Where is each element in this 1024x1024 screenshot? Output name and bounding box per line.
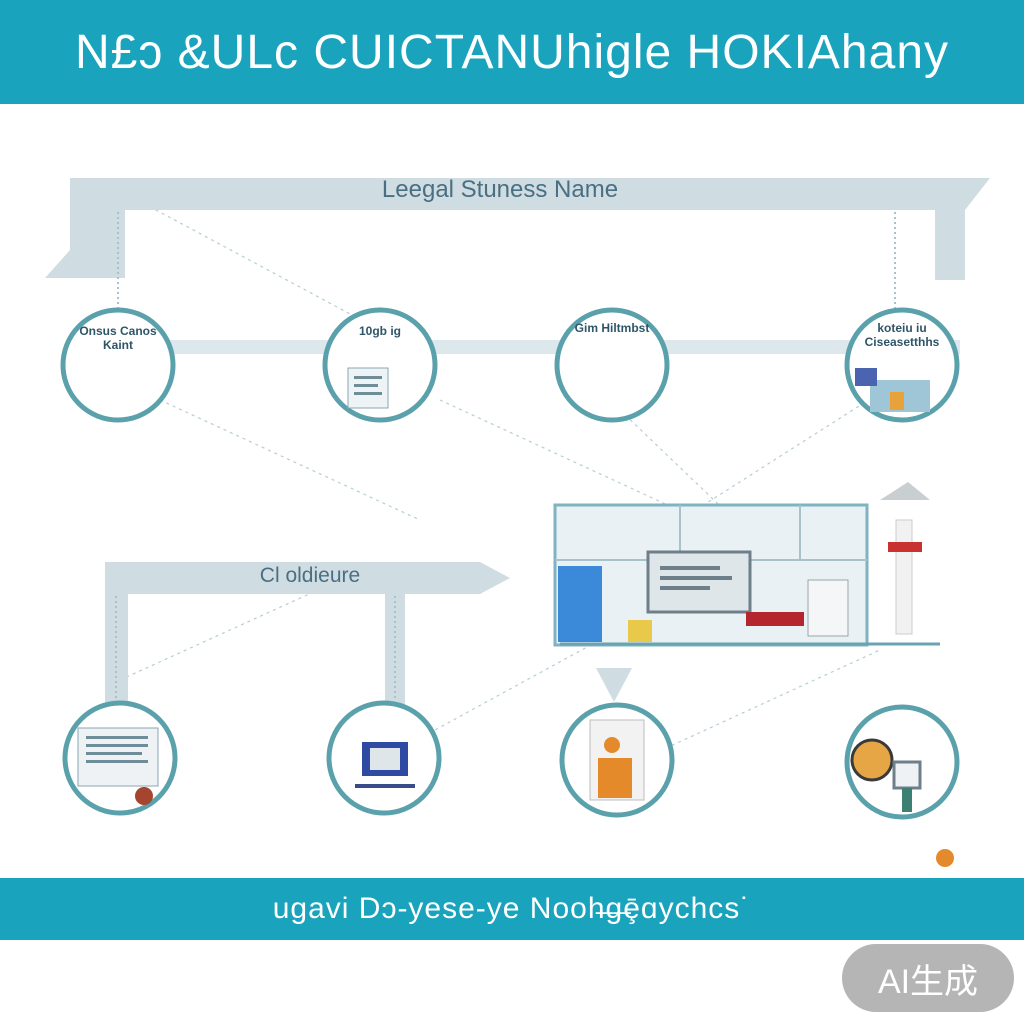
footer-banner: ugavi Dɔ-yese-ye Nooh̶g̶ȩ̄ɑychcs˙	[0, 878, 1024, 940]
bottom-connector	[105, 562, 632, 705]
top-node-circle	[554, 307, 670, 423]
laboratory-illustration	[553, 482, 940, 647]
report-icon	[77, 727, 159, 805]
top-nodes	[60, 307, 960, 423]
bottom-banner-bar	[105, 562, 510, 705]
header-banner: N£ɔ &ULc CUICTANUhigle HOKIAhany	[0, 0, 1024, 104]
lab-cabinet	[558, 566, 602, 642]
down-arrow	[596, 668, 632, 702]
top-node-circle	[60, 307, 176, 423]
top-node-label: Onsus Canos Kaint	[79, 324, 157, 352]
lab-lamp-icon	[880, 482, 930, 500]
main-connector-label: Leegal Stuness Name	[381, 176, 619, 203]
top-node-label: Gim Hiltmbst	[574, 321, 650, 335]
magnifier-icon	[850, 738, 922, 812]
top-node-label: 10gb ig	[358, 324, 401, 338]
ai-generated-badge: AI生成	[842, 944, 1014, 1012]
small-gear-icon	[936, 849, 954, 867]
sub-connector-label: Cl oldieure	[259, 564, 361, 587]
guide-line	[639, 649, 881, 761]
top-node-label: koteiu iu Ciseasetthhs	[864, 321, 940, 349]
device-icon	[355, 742, 415, 788]
lab-drawer-unit	[807, 579, 849, 637]
equipment-icon	[855, 368, 930, 412]
bottom-nodes	[62, 700, 960, 867]
top-banner-bar	[45, 178, 990, 280]
guide-line	[159, 399, 421, 521]
guide-lines	[99, 179, 901, 761]
document-icon	[347, 367, 389, 409]
header-title: N£ɔ &ULc CUICTANUhigle HOKIAhany	[74, 25, 950, 79]
guide-line	[439, 399, 701, 521]
guide-line	[119, 579, 341, 681]
technician-icon	[589, 719, 645, 801]
top-connector	[45, 178, 990, 354]
top-node-rail	[110, 340, 960, 354]
footer-text: ugavi Dɔ-yese-ye Nooh̶g̶ȩ̄ɑychcs˙	[272, 892, 752, 925]
lab-desk	[746, 612, 804, 626]
lab-monitor	[646, 550, 752, 614]
